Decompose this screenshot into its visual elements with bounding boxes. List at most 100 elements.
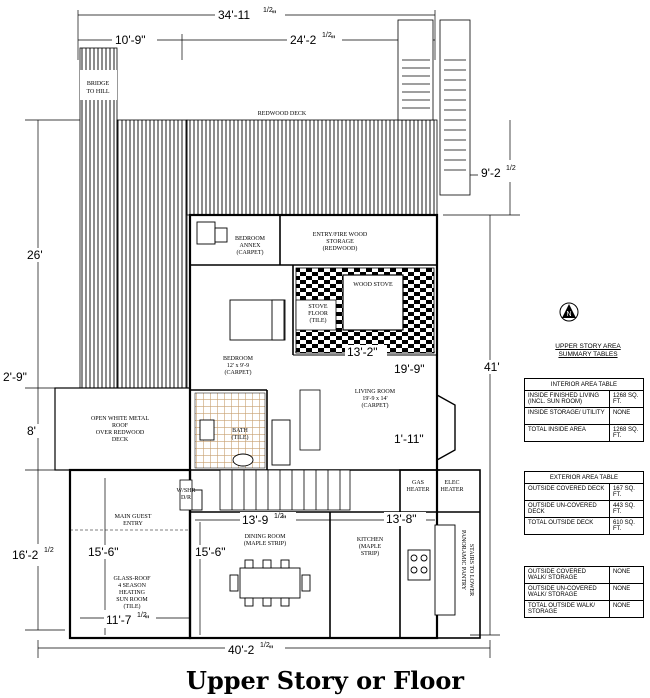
svg-text:16'-2: 16'-2 — [12, 548, 39, 562]
svg-text:DINING ROOM: DINING ROOM — [245, 534, 286, 540]
svg-text:13'-8": 13'-8" — [386, 512, 417, 526]
svg-text:1/2: 1/2 — [322, 32, 332, 39]
svg-text:SUN ROOM: SUN ROOM — [116, 597, 148, 603]
table-row: TOTAL INSIDE AREA 1268 SQ. FT. — [525, 425, 643, 441]
svg-text:OPEN WHITE METAL: OPEN WHITE METAL — [91, 416, 149, 422]
svg-text:19'-9 x 14': 19'-9 x 14' — [362, 396, 387, 402]
svg-text:": " — [282, 513, 286, 527]
svg-text:ENTRY/FIRE WOOD: ENTRY/FIRE WOOD — [313, 232, 368, 238]
table-row: OUTSIDE UN-COVERED WALK/ STORAGE NONE — [525, 584, 643, 601]
building-walls — [54, 213, 481, 640]
svg-text:": " — [145, 613, 149, 627]
summary-title: UPPER STORY AREA SUMMARY TABLES — [555, 343, 621, 358]
svg-text:1/2: 1/2 — [137, 612, 147, 619]
svg-text:D/R: D/R — [181, 495, 191, 501]
svg-text:HEATER: HEATER — [441, 487, 464, 493]
svg-text:1/2: 1/2 — [506, 165, 516, 172]
svg-text:WOOD STOVE: WOOD STOVE — [353, 282, 393, 288]
svg-text:(REDWOOD): (REDWOOD) — [323, 245, 358, 252]
svg-text:1/2: 1/2 — [260, 642, 270, 649]
svg-text:ENTRY: ENTRY — [123, 521, 143, 527]
svg-text:BEDROOM: BEDROOM — [223, 356, 254, 362]
svg-text:STAIRS TO LOWER: STAIRS TO LOWER — [468, 544, 474, 596]
walkway-area-table: OUTSIDE COVERED WALK/ STORAGE NONE OUTSI… — [524, 566, 644, 618]
svg-text:(TILE): (TILE) — [310, 317, 327, 324]
svg-text:GAS: GAS — [412, 480, 424, 486]
svg-text:10'-9": 10'-9" — [115, 33, 146, 47]
svg-text:8': 8' — [27, 424, 36, 438]
table-row: OUTSIDE COVERED WALK/ STORAGE NONE — [525, 567, 643, 584]
svg-text:TO HILL: TO HILL — [86, 89, 109, 95]
page-title: Upper Story or Floor — [186, 666, 464, 695]
svg-text:(MAPLE STRIP): (MAPLE STRIP) — [244, 540, 286, 547]
svg-text:DECK: DECK — [112, 437, 129, 443]
table-row: INSIDE STORAGE/ UTILITY NONE — [525, 408, 643, 425]
table-row: OUTSIDE COVERED DECK 167 SQ. FT. — [525, 484, 643, 501]
table-row: OUTSIDE UN-COVERED DECK 443 SQ. FT. — [525, 501, 643, 518]
svg-text:40'-2: 40'-2 — [228, 643, 255, 657]
deck-stairs — [397, 19, 471, 196]
svg-text:(TILE): (TILE) — [124, 603, 141, 610]
table-row: TOTAL OUTSIDE WALK/ STORAGE NONE — [525, 601, 643, 617]
svg-text:MAIN GUEST: MAIN GUEST — [115, 514, 152, 520]
table-row: TOTAL OUTSIDE DECK 610 SQ. FT. — [525, 518, 643, 534]
svg-text:ANNEX: ANNEX — [240, 243, 262, 249]
svg-text:FLOOR: FLOOR — [308, 311, 328, 317]
svg-text:HEATING: HEATING — [119, 590, 146, 596]
exterior-table-header: EXTERIOR AREA TABLE — [525, 472, 643, 484]
compass-label: N — [566, 311, 571, 318]
svg-text:BRIDGE: BRIDGE — [87, 81, 110, 87]
svg-text:19'-9": 19'-9" — [394, 362, 425, 376]
svg-text:STOVE: STOVE — [308, 304, 328, 310]
svg-text:24'-2: 24'-2 — [290, 33, 317, 47]
svg-text:LIVING ROOM: LIVING ROOM — [355, 389, 396, 395]
svg-text:15'-6": 15'-6" — [88, 545, 119, 559]
svg-text:(MAPLE: (MAPLE — [359, 543, 382, 550]
svg-text:34'-11: 34'-11 — [218, 8, 250, 22]
svg-text:(CARPET): (CARPET) — [237, 249, 264, 256]
exterior-area-table: EXTERIOR AREA TABLE OUTSIDE COVERED DECK… — [524, 471, 644, 535]
svg-text:W/SHR: W/SHR — [176, 488, 195, 494]
svg-text:13'-2": 13'-2" — [347, 345, 378, 359]
svg-text:": " — [331, 33, 335, 47]
svg-text:OVER REDWOOD: OVER REDWOOD — [96, 430, 145, 436]
redwood-deck — [79, 47, 438, 389]
svg-text:1'-11": 1'-11" — [394, 432, 424, 446]
svg-text:13'-9: 13'-9 — [242, 513, 269, 527]
wood-stove — [342, 274, 404, 331]
interior-table-header: INTERIOR AREA TABLE — [525, 379, 643, 391]
svg-text:BATH: BATH — [232, 428, 248, 434]
interior-area-table: INTERIOR AREA TABLE INSIDE FINISHED LIVI… — [524, 378, 644, 442]
dimension-labels: 34'-11 1/2 " 10'-9" 24'-2 1/2 " 9'-2 1/2… — [2, 6, 520, 658]
svg-text:9'-2: 9'-2 — [481, 166, 501, 180]
svg-text:15'-6": 15'-6" — [195, 545, 226, 559]
deck-label: REDWOOD DECK — [258, 111, 307, 117]
svg-text:2'-9": 2'-9" — [3, 370, 27, 384]
room-labels: BRIDGE TO HILL REDWOOD DECK BEDROOM ANNE… — [86, 81, 474, 610]
svg-text:26': 26' — [27, 248, 43, 262]
svg-text:GLASS-ROOF: GLASS-ROOF — [113, 576, 151, 582]
svg-text:(CARPET): (CARPET) — [225, 369, 252, 376]
interior-stairs — [219, 389, 351, 511]
svg-text:11'-7: 11'-7 — [106, 613, 132, 627]
furniture — [189, 221, 456, 616]
table-row: INSIDE FINISHED LIVING (INCL. SUN ROOM) … — [525, 391, 643, 408]
svg-text:4 SEASON: 4 SEASON — [118, 583, 147, 589]
svg-text:": " — [269, 643, 273, 657]
svg-text:HEATER: HEATER — [407, 487, 430, 493]
svg-text:1/2: 1/2 — [274, 513, 284, 520]
svg-text:(CARPET): (CARPET) — [362, 402, 389, 409]
svg-text:STRIP): STRIP) — [361, 550, 379, 557]
svg-text:(TILE): (TILE) — [232, 434, 249, 441]
svg-text:STORAGE: STORAGE — [326, 239, 354, 245]
svg-text:41': 41' — [484, 360, 500, 374]
svg-text:KITCHEN: KITCHEN — [357, 537, 384, 543]
svg-text:ROOF: ROOF — [112, 423, 129, 429]
svg-text:ELEC: ELEC — [445, 480, 460, 486]
svg-text:1/2: 1/2 — [44, 547, 54, 554]
svg-text:": " — [272, 8, 276, 22]
svg-text:BEDROOM: BEDROOM — [235, 236, 266, 242]
compass-icon: N — [559, 302, 579, 322]
svg-text:12' x 9'-9: 12' x 9'-9 — [227, 363, 249, 369]
